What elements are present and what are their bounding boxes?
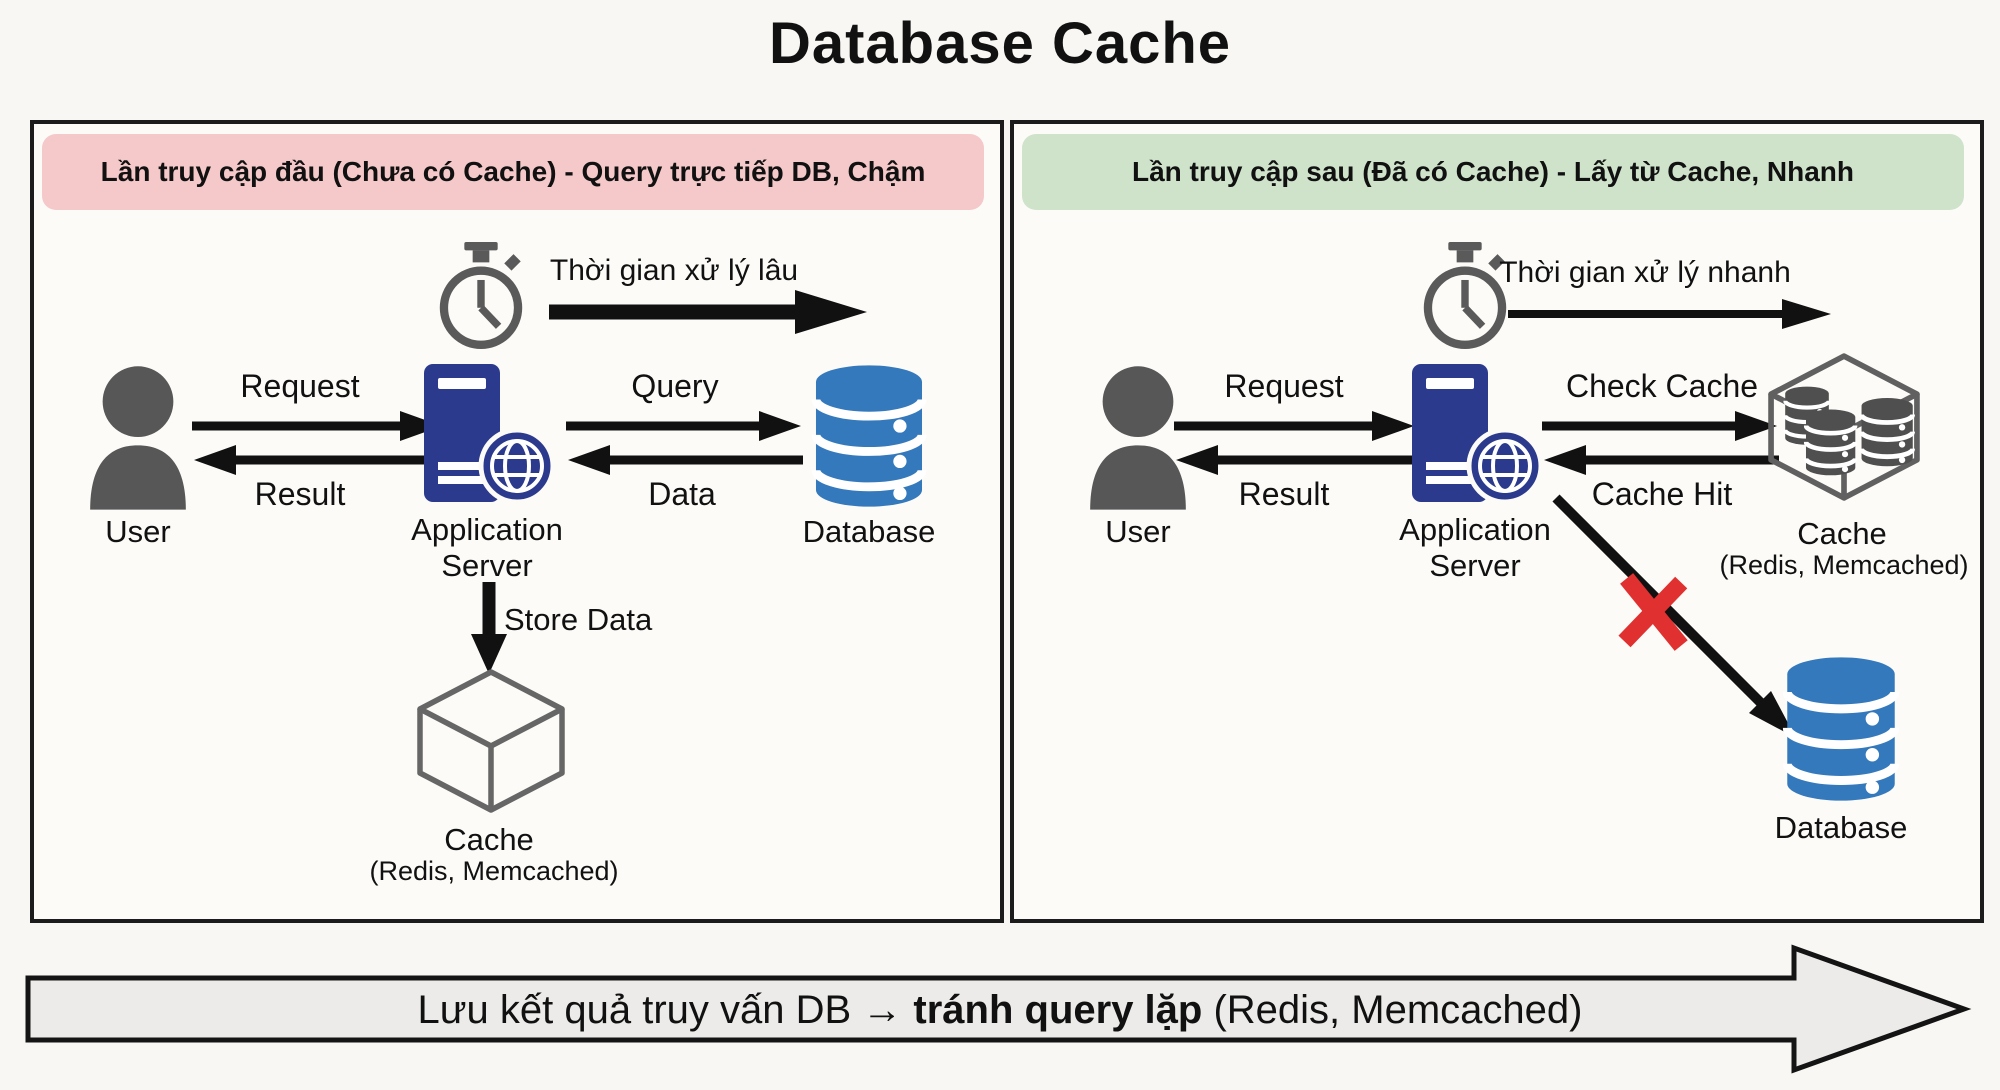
user-label: User [105, 514, 171, 549]
cache-sublabel: (Redis, Memcached) [1719, 550, 1969, 580]
app-server-label: Application Server [411, 512, 563, 583]
cache-hit-label: Cache Hit [1591, 476, 1733, 512]
cache-hit-arrow-icon [1544, 445, 1779, 475]
summary-suffix: (Redis, Memcached) [1202, 988, 1583, 1032]
query-arrow-icon [566, 411, 801, 441]
store-data-label: Store Data [504, 602, 653, 637]
store-data-arrow-icon [471, 582, 507, 674]
request-label: Request [240, 368, 360, 404]
user-icon [86, 364, 190, 510]
cached-visit-header: Lần truy cập sau (Đã có Cache) - Lấy từ … [1022, 134, 1964, 210]
database-label: Database [802, 514, 936, 549]
summary-bold: tránh query lặp [913, 988, 1203, 1032]
result-label: Result [1238, 476, 1330, 512]
request-arrow-icon [1174, 411, 1414, 441]
database-icon [1780, 654, 1902, 804]
first-visit-panel: Lần truy cập đầu (Chưa có Cache) - Query… [30, 120, 1004, 923]
first-visit-header: Lần truy cập đầu (Chưa có Cache) - Query… [42, 134, 984, 210]
database-icon [809, 362, 929, 510]
summary-prefix: Lưu kết quả truy vấn DB → [417, 988, 914, 1032]
slow-time-arrow-icon [549, 290, 867, 334]
request-arrow-icon [192, 411, 442, 441]
app-server-label: Application Server [1399, 512, 1551, 583]
page-title: Database Cache [768, 11, 1232, 76]
summary-banner-arrow [25, 944, 1972, 1074]
app-server-icon [422, 362, 554, 504]
app-server-icon [1410, 362, 1542, 504]
timer-label: Thời gian xử lý nhanh [1499, 256, 1791, 289]
database-label: Database [1774, 810, 1908, 845]
cache-cube-db-icon [1766, 352, 1922, 502]
result-label: Result [254, 476, 346, 512]
data-label: Data [648, 476, 716, 512]
check-cache-arrow-icon [1542, 411, 1777, 441]
cache-cube-icon [416, 668, 566, 814]
result-arrow-icon [1176, 445, 1416, 475]
result-arrow-icon [194, 445, 444, 475]
query-label: Query [631, 368, 719, 404]
cached-visit-panel: Lần truy cập sau (Đã có Cache) - Lấy từ … [1010, 120, 1984, 923]
cache-sublabel: (Redis, Memcached) [369, 856, 619, 886]
red-x-icon [1618, 573, 1688, 651]
check-cache-label: Check Cache [1565, 368, 1759, 404]
request-label: Request [1224, 368, 1344, 404]
user-label: User [1105, 514, 1171, 549]
summary-text: Lưu kết quả truy vấn DB → tránh query lặ… [200, 978, 1800, 1042]
timer-label: Thời gian xử lý lâu [549, 254, 799, 287]
cache-label: Cache [444, 822, 534, 857]
cache-label: Cache [1797, 516, 1887, 551]
data-arrow-icon [568, 445, 803, 475]
fast-time-arrow-icon [1508, 299, 1831, 329]
